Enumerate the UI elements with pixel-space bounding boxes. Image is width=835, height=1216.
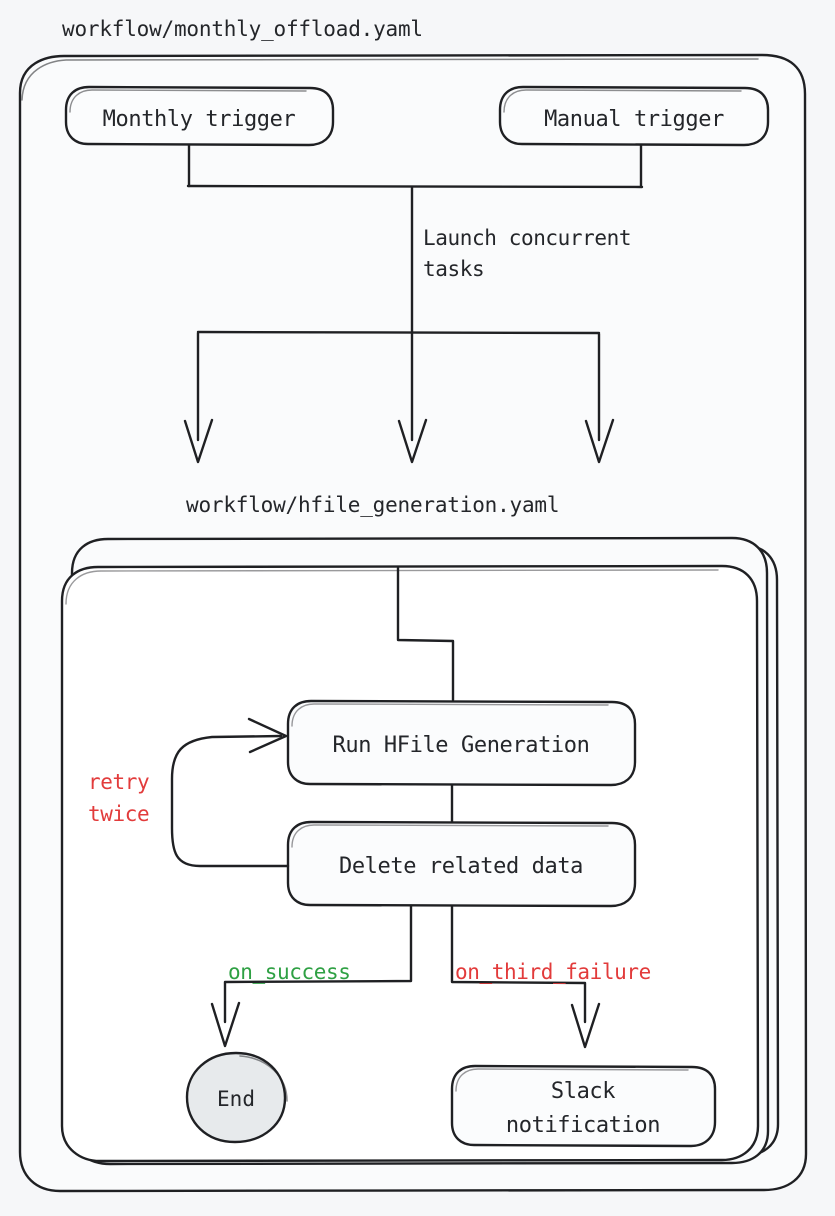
node-run-hfile-generation[interactable]: Run HFile Generation <box>286 699 637 787</box>
edge-label-on-success: on_success <box>228 960 350 984</box>
branch-connectors <box>210 904 601 1049</box>
inner-entry-connector <box>396 566 455 702</box>
node-slack-notification-label-line2: notification <box>506 1113 660 1138</box>
node-slack-notification[interactable]: Slack notification <box>450 1064 717 1148</box>
on-success-arrowhead <box>210 1001 241 1048</box>
edge-on-third-failure <box>450 904 587 1024</box>
node-manual-trigger-label: Manual trigger <box>544 107 724 132</box>
svg-text:twice: twice <box>88 802 149 826</box>
svg-text:retry: retry <box>88 770 149 794</box>
inner-workflow-title: workflow/hfile_generation.yaml <box>186 493 559 517</box>
node-monthly-trigger[interactable]: Monthly trigger <box>64 85 335 147</box>
fanout-arrowhead-right <box>584 418 615 464</box>
node-monthly-trigger-label: Monthly trigger <box>103 107 296 132</box>
outer-workflow-title: workflow/monthly_offload.yaml <box>62 17 423 41</box>
node-slack-notification-label-line1: Slack <box>551 1079 615 1104</box>
trigger-merge-connector <box>186 143 644 334</box>
node-end-label: End <box>217 1087 255 1111</box>
node-end[interactable]: End <box>185 1051 288 1144</box>
node-run-hfile-generation-label: Run HFile Generation <box>333 733 590 758</box>
fanout-arrowhead-left <box>183 418 214 464</box>
edge-retry-loop <box>170 717 290 868</box>
node-delete-related-data[interactable]: Delete related data <box>286 820 637 908</box>
svg-text:tasks: tasks <box>423 257 484 281</box>
retry-arrowhead <box>247 717 288 754</box>
on-third-failure-arrowhead <box>570 1002 601 1049</box>
edge-on-success <box>223 904 413 1024</box>
svg-text:Launch concurrent: Launch concurrent <box>423 226 631 250</box>
node-manual-trigger[interactable]: Manual trigger <box>498 85 770 147</box>
fanout-connector <box>183 330 615 464</box>
fanout-arrowhead-mid <box>397 418 428 464</box>
edge-label-on-third-failure: on_third_failure <box>455 960 651 984</box>
edge-label-retry-twice: retry twice <box>88 770 150 826</box>
edge-label-launch-concurrent-tasks: Launch concurrent tasks <box>423 226 632 281</box>
node-delete-related-data-label: Delete related data <box>339 854 583 879</box>
